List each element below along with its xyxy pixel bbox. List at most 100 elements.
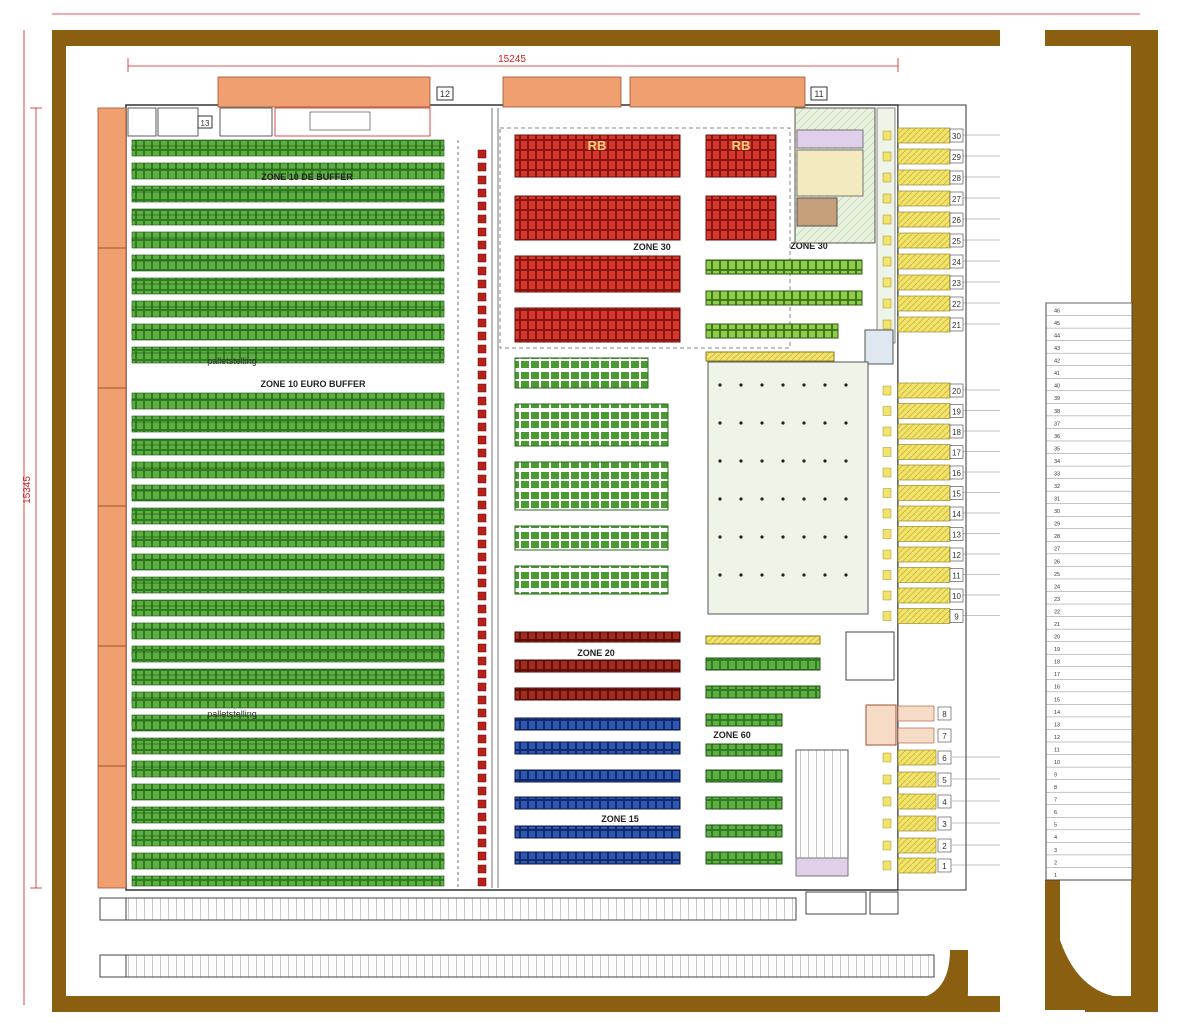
- dock-door[interactable]: 10: [882, 587, 1000, 604]
- floor-column-dot: [781, 421, 785, 425]
- floor-column-dot: [781, 497, 785, 501]
- floor-column-dot: [760, 421, 764, 425]
- parking-space-number: 46: [1054, 308, 1060, 314]
- dock-door[interactable]: 29: [882, 148, 1000, 165]
- floor-column-dot: [781, 383, 785, 387]
- red-marker: [477, 877, 487, 887]
- zone10-rack-row: [131, 835, 445, 847]
- dock-door[interactable]: 5: [882, 771, 1000, 788]
- parking-space-number: 9: [1054, 773, 1057, 779]
- red-marker: [477, 357, 487, 367]
- parking-space-number: 27: [1054, 547, 1060, 553]
- dock-door[interactable]: 27: [882, 190, 1000, 207]
- floor-column-dot: [802, 497, 806, 501]
- dock-door[interactable]: 22: [882, 295, 1000, 312]
- dock-door[interactable]: 4: [882, 793, 1000, 810]
- dock-door[interactable]: 25: [882, 232, 1000, 249]
- dock-door[interactable]: 9: [882, 608, 1000, 624]
- dock-door[interactable]: 18: [882, 423, 1000, 440]
- zone15-label: ZONE 15: [601, 814, 639, 824]
- parking-space-number: 3: [1054, 848, 1057, 854]
- zone10-rack-row: [131, 789, 445, 801]
- dock-door[interactable]: 19: [882, 403, 1000, 419]
- floor-column-dot: [802, 383, 806, 387]
- dock-number: 2: [942, 842, 947, 851]
- red-marker: [477, 266, 487, 276]
- zone10-euro-buffer-label: ZONE 10 EURO BUFFER: [260, 379, 366, 389]
- zone10-rack-row: [131, 559, 445, 571]
- parking-space-number: 23: [1054, 597, 1060, 603]
- parking-space-number: 38: [1054, 409, 1060, 415]
- floor-column-dot: [739, 459, 743, 463]
- red-marker: [477, 643, 487, 653]
- dock-door[interactable]: 8: [897, 705, 952, 722]
- dock-door[interactable]: 26: [882, 211, 1000, 228]
- dock-door[interactable]: 12: [882, 546, 1000, 563]
- parking-space-number: 8: [1054, 785, 1057, 791]
- floor-column-dot: [718, 383, 722, 387]
- dock-door[interactable]: 20: [882, 382, 1000, 399]
- floor-column-dot: [802, 535, 806, 539]
- zone10-rack-row: [131, 743, 445, 755]
- floor-column-dot: [718, 573, 722, 577]
- red-marker: [477, 370, 487, 380]
- red-marker: [477, 435, 487, 445]
- floor-column-dot: [760, 383, 764, 387]
- dock-number: 20: [952, 387, 961, 396]
- dock-door[interactable]: 24: [882, 253, 1000, 270]
- floor-column-dot: [781, 535, 785, 539]
- zone60-area: ZONE 60: [705, 631, 897, 877]
- zone10-rack-row: [131, 352, 445, 364]
- zone10-rack-row: [131, 582, 445, 594]
- parking-strip: 4645444342414039383736353433323130292827…: [1045, 302, 1133, 881]
- dock-door[interactable]: 17: [882, 444, 1000, 460]
- zone10-rack-row: [131, 444, 445, 456]
- zone10-rack-row: [131, 214, 445, 226]
- floor-column-dot: [739, 383, 743, 387]
- red-marker: [477, 617, 487, 627]
- red-marker: [477, 539, 487, 549]
- parking-space-number: 28: [1054, 534, 1060, 540]
- dock-door[interactable]: 1: [882, 857, 1000, 874]
- red-marker: [477, 448, 487, 458]
- red-marker: [477, 721, 487, 731]
- dock-door[interactable]: 30: [882, 127, 1000, 144]
- zone10-rack-row: [131, 191, 445, 203]
- dock-door[interactable]: 7: [897, 727, 952, 744]
- dock-number: 13: [952, 531, 961, 540]
- dock-number: 27: [952, 195, 961, 204]
- top-right-room: [794, 107, 896, 344]
- dock-door[interactable]: 11: [882, 567, 1000, 583]
- top-bays: 12 11: [217, 76, 828, 108]
- red-marker: [477, 279, 487, 289]
- floor-column-dot: [718, 459, 722, 463]
- dock-door[interactable]: 28: [882, 169, 1000, 186]
- rb-label-2: RB: [732, 138, 751, 153]
- parking-space-number: 40: [1054, 384, 1060, 390]
- floor-column-dot: [802, 421, 806, 425]
- parking-space-number: 20: [1054, 635, 1060, 641]
- red-marker: [477, 500, 487, 510]
- red-marker: [477, 409, 487, 419]
- dock-door[interactable]: 23: [882, 274, 1000, 291]
- zone30-area: RB RB ZONE 30 ZONE 30: [499, 127, 828, 349]
- red-marker: [477, 786, 487, 796]
- zone20-area: ZONE 20: [514, 631, 681, 701]
- dock-number: 25: [952, 237, 961, 246]
- dock-door[interactable]: 3: [882, 815, 1000, 832]
- zone10-rack-row: [131, 398, 445, 410]
- dock-door[interactable]: 21: [882, 316, 1000, 333]
- dock-door[interactable]: 16: [882, 464, 1000, 481]
- dock-door[interactable]: 6: [882, 749, 1000, 766]
- dock-door[interactable]: 13: [882, 526, 1000, 542]
- dock-number: 26: [952, 216, 961, 225]
- dock-door[interactable]: 15: [882, 485, 1000, 501]
- red-marker: [477, 851, 487, 861]
- parking-space-number: 11: [1054, 747, 1060, 753]
- dock-door[interactable]: 2: [882, 837, 1000, 854]
- red-marker: [477, 682, 487, 692]
- zone60-label: ZONE 60: [713, 730, 751, 740]
- middle-open-racks: [514, 357, 669, 595]
- dock-door[interactable]: 14: [882, 505, 1000, 522]
- height-dimension-label: 15345: [22, 476, 33, 504]
